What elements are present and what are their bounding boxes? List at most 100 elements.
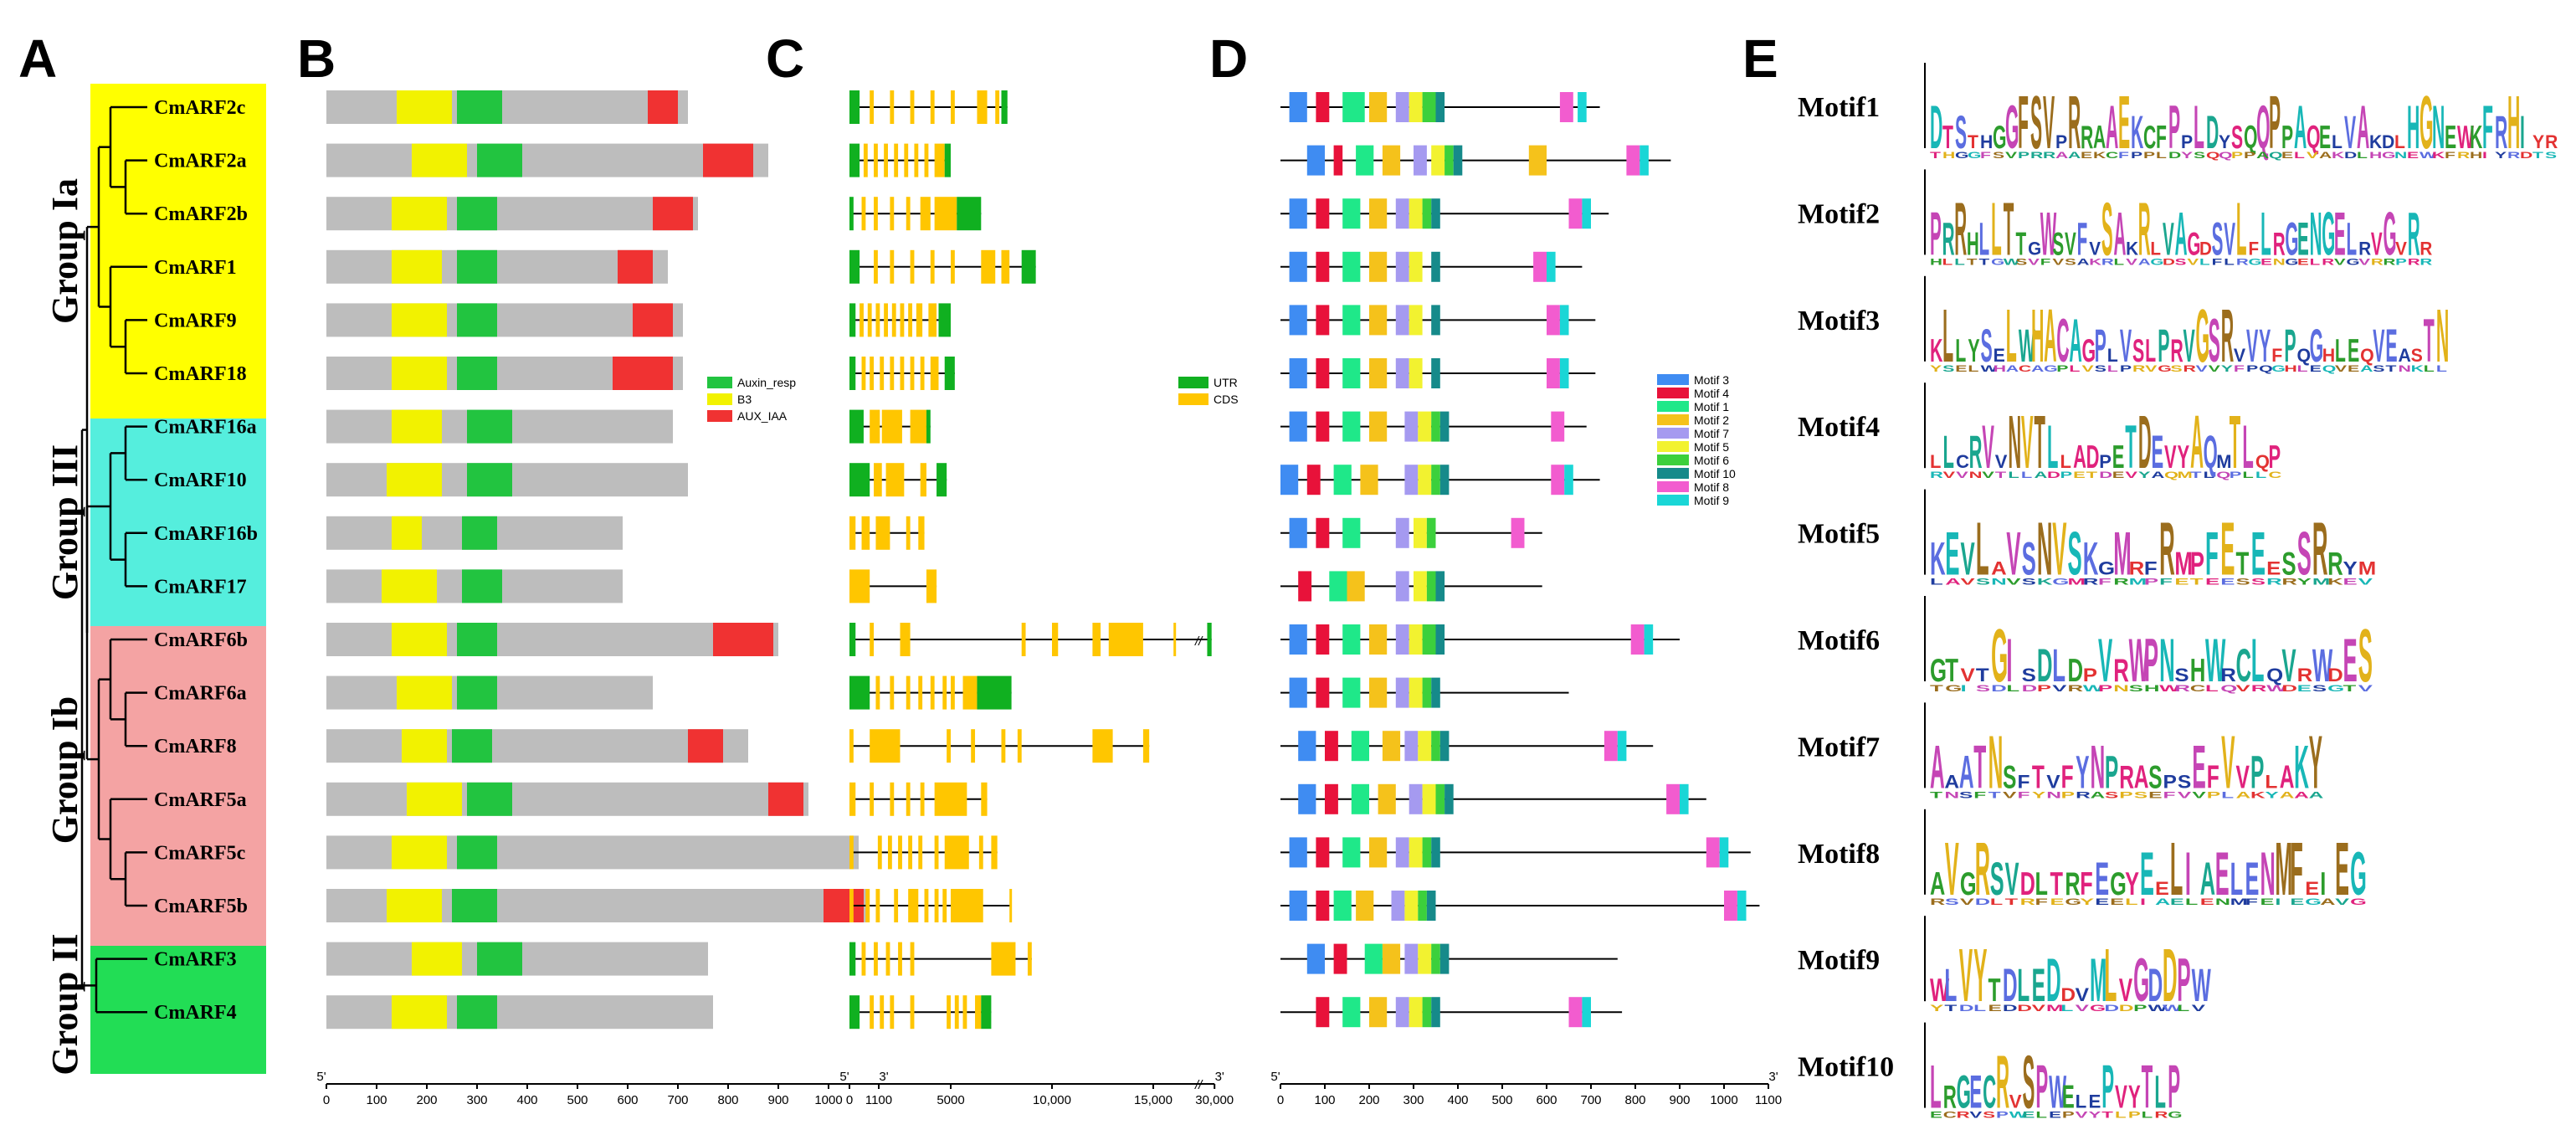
logo-letter: D xyxy=(2020,865,2035,901)
logo-letter-group-minor: R xyxy=(2236,257,2249,267)
logo-letter-group-minor: V xyxy=(2126,257,2137,267)
logo-letter: L xyxy=(2052,640,2065,692)
motif-legend-swatch xyxy=(1657,495,1689,506)
logo-letter-group-minor: E xyxy=(2220,577,2235,587)
logo-letter: D xyxy=(2067,653,2083,690)
logo-letter: R xyxy=(2408,200,2420,269)
logo-letter-minor: C xyxy=(2106,150,2118,160)
logo-letter-minor: G xyxy=(1945,684,1962,694)
logo-letter-minor: D xyxy=(1991,684,2007,694)
cds-block xyxy=(906,782,911,816)
logo-letter-minor: L xyxy=(2114,257,2125,267)
logo-letter-group-minor: G xyxy=(2065,896,2081,906)
motif-3-box xyxy=(1306,145,1325,176)
logo-letter-group: K xyxy=(2131,106,2144,158)
motif-5-box xyxy=(1409,997,1423,1028)
logo-letter-group-minor: T xyxy=(2005,896,2019,906)
logo-letter-group: Q xyxy=(2266,665,2283,686)
logo-letter-group: S xyxy=(1980,320,1992,372)
logo-letter-minor: M xyxy=(2312,577,2330,587)
logo-letter-minor: D xyxy=(2099,470,2112,480)
logo-letter: V xyxy=(2006,519,2020,588)
logo-letter-group-minor: T xyxy=(2532,150,2544,160)
logo-letter-minor: R xyxy=(1930,470,1943,480)
logo-letter-minor: H xyxy=(1942,150,1955,160)
motif-7-box xyxy=(1404,943,1419,974)
logo-letter-minor: E xyxy=(2148,790,2162,800)
logo-letter-group-minor: A xyxy=(2151,470,2164,480)
logo-letter-group-minor: E xyxy=(2023,1110,2035,1120)
logo-letter-group: E xyxy=(2266,558,2281,579)
logo-letter-group-minor: V xyxy=(2187,257,2199,267)
logo-letter-group-minor: H xyxy=(2470,150,2482,160)
logo-letter: P xyxy=(2055,131,2067,152)
logo-letter-minor: F xyxy=(2035,896,2049,906)
logo-letter: Y xyxy=(1973,932,1987,1017)
logo-letter-group-minor: W xyxy=(2163,1004,2182,1014)
logo-letter-group: D xyxy=(2138,400,2152,484)
logo-letter-group-minor: T xyxy=(2190,577,2204,587)
logo-letter-group-minor: P xyxy=(2131,150,2142,160)
cds-block xyxy=(1142,729,1150,763)
axis-tick-label: 500 xyxy=(567,1093,588,1107)
logo-letter-group: V xyxy=(2089,239,2101,259)
logo-letter-group-minor: W xyxy=(2004,257,2020,267)
cds-block xyxy=(1092,729,1113,763)
logo-letter-group: L xyxy=(2154,1066,2166,1119)
logo-letter-group-minor: C xyxy=(2190,684,2206,694)
logo-letter-group-minor: F xyxy=(1973,790,1986,800)
logo-letter-minor: S xyxy=(2134,790,2148,800)
logo-letter-group: E xyxy=(2118,80,2130,164)
cds-block xyxy=(875,516,890,550)
cds-block xyxy=(891,303,896,337)
logo-letter-group: I xyxy=(2320,865,2326,901)
cds-block xyxy=(944,835,969,870)
logo-letter-minor: S xyxy=(2194,150,2205,160)
logo-letter-minor: S xyxy=(1976,684,1990,694)
logo-letter-group: L xyxy=(1942,294,1953,377)
logo-letter-minor: P xyxy=(2230,470,2242,480)
logo-letter-minor: F xyxy=(2017,790,2029,800)
logo-letter-group-minor: H xyxy=(2369,150,2382,160)
logo-letter-group-minor: A xyxy=(2319,150,2332,160)
logo-letter: E xyxy=(2140,840,2154,908)
logo-letter: L xyxy=(2047,413,2058,481)
logo-letter: R xyxy=(2358,239,2371,259)
logo-letter-minor: E xyxy=(2297,257,2309,267)
motif-5-box xyxy=(1422,783,1436,814)
cds-block xyxy=(934,143,945,177)
logo-letter-group: E xyxy=(2335,827,2349,911)
motif-3-box xyxy=(1289,517,1307,548)
logo-letter-group: L xyxy=(2060,451,2071,472)
logo-letter-minor: V xyxy=(2076,1110,2088,1120)
logo-letter-minor: V xyxy=(1943,470,1956,480)
logo-letter-group: C xyxy=(2056,307,2069,375)
motif-6-box xyxy=(1422,92,1436,122)
logo-letter: H xyxy=(2031,294,2044,377)
logo-letter: L xyxy=(2335,332,2346,368)
motif-logo-title: Motif10 xyxy=(1798,1052,1894,1083)
protein-domain-panel xyxy=(326,90,869,1030)
logo-letter-group-minor: E xyxy=(2260,896,2274,906)
motif-7-box xyxy=(1395,571,1409,602)
logo-letter-minor: E xyxy=(2110,896,2124,906)
logo-letter-minor: E xyxy=(1988,1004,2001,1014)
cds-block xyxy=(1009,889,1013,922)
motif-1-box xyxy=(1342,251,1361,282)
logo-letter-minor: F xyxy=(1980,150,1991,160)
logo-letter-minor: T xyxy=(1967,257,1978,267)
logo-letter-group-minor: R xyxy=(2507,150,2520,160)
cds-block xyxy=(884,143,888,177)
logo-letter-group: D xyxy=(2020,865,2035,901)
logo-letter-group-minor: L xyxy=(2255,470,2267,480)
logo-letter: L xyxy=(2150,239,2161,259)
motif-10-box xyxy=(1445,783,1454,814)
logo-letter-group: A xyxy=(2093,119,2106,156)
logo-letter: P xyxy=(1930,200,1942,269)
logo-letter-group: Q xyxy=(2255,451,2270,472)
logo-letter-group: A xyxy=(2399,345,2412,366)
logo-letter: P xyxy=(2083,665,2097,686)
logo-letter-group-minor: F xyxy=(2035,896,2049,906)
logo-letter-minor: N xyxy=(2113,684,2129,694)
logo-letter-group: S xyxy=(1955,106,1967,158)
